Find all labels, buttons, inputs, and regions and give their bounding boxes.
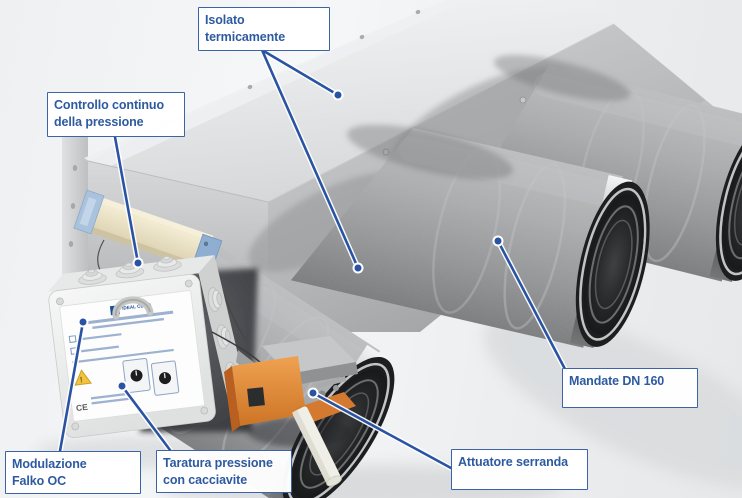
actuator-window [247,387,265,407]
box-top-face [88,0,614,202]
leader-modulazione [58,320,85,453]
leader-dots [77,89,504,399]
callout-modulazione-falko: Modulazione Falko OC [5,451,141,494]
leader-controllo [113,135,140,265]
callout-isolato-termicamente: Isolato termicamente [198,7,330,51]
callout-taratura-pressione: Taratura pressione con cacciavite [156,450,292,493]
cable-glands-top [78,256,182,285]
ce-mark: CE [75,402,88,413]
svg-text:!: ! [79,375,83,384]
setting-tool-tube [291,406,342,487]
actuator-body [232,356,306,426]
leader-mandate [496,239,568,373]
leader-lines [57,47,569,471]
duct-opening [583,194,644,335]
callout-attuatore-serranda: Attuatore serranda [451,449,588,490]
warning-icon [74,369,93,386]
back-flange-holes [247,9,421,90]
callout-controllo-pressione: Controllo continuo della pressione [47,92,185,137]
damper-actuator [224,336,358,487]
checkbox-1 [68,335,77,343]
leader-attuatore [311,391,453,470]
callout-mandate-dn160: Mandate DN 160 [562,368,698,408]
leader-taratura [120,384,172,452]
leader-isolato-2 [260,48,360,270]
overhang-shadows [347,55,631,180]
leader-isolato-1 [260,48,340,97]
duct-opening [723,135,742,270]
brand-logo-text: IDEAL CLIMA [122,302,153,311]
